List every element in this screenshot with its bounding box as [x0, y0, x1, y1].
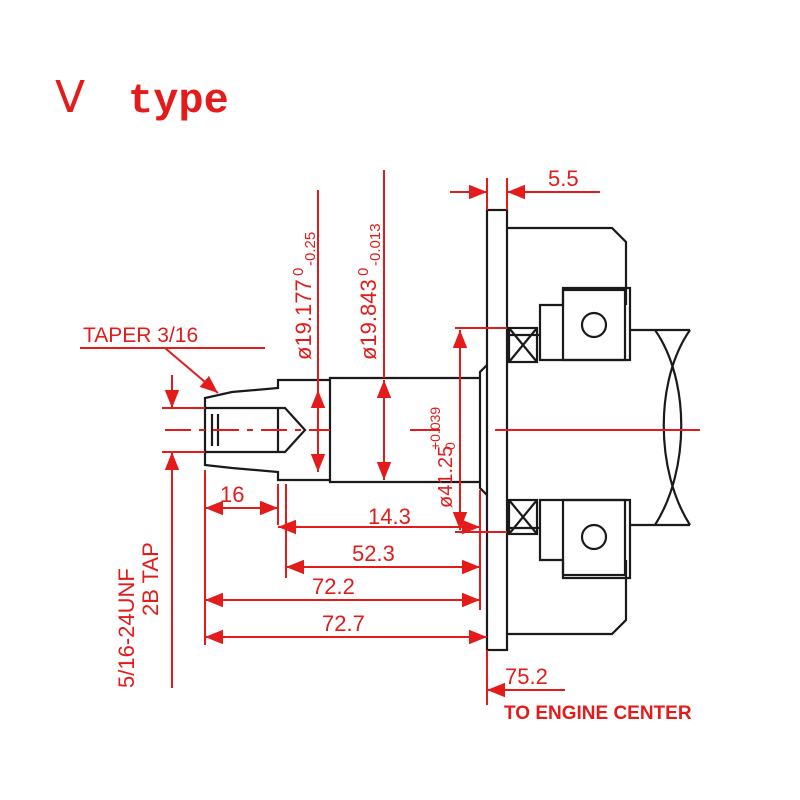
dim-dia-2: ø19.843 [356, 279, 381, 360]
dimension-lines [80, 170, 700, 705]
dim-len-14-3: 14.3 [368, 504, 411, 529]
dim-dia-3-group: ø41.25 +0.039 0 [427, 407, 458, 508]
crankshaft-break-2 [662, 329, 691, 526]
dim-taper-label: TAPER 3/16 [83, 324, 198, 347]
dim-len-75-2: 75.2 [505, 664, 548, 689]
straight-shaft [328, 376, 480, 484]
diagram-title: V type [55, 72, 229, 125]
dim-tap-line1: 5/16-24UNF [114, 568, 139, 688]
lower-bearing [561, 498, 627, 577]
lower-bearing-housing [507, 498, 632, 580]
dim-dia-2-tol-lower: -0.013 [367, 223, 384, 266]
dim-dia-3-tol-lower: 0 [442, 442, 458, 450]
dim-dia-1-group: ø19.177 0 -0.25 [290, 232, 319, 360]
dim-len-72-7: 72.7 [322, 611, 365, 636]
dim-dia-1-tol: 0 [290, 268, 307, 276]
dim-tap-group: 5/16-24UNF 2B TAP [114, 542, 163, 688]
dim-flange-thickness: 5.5 [548, 166, 579, 191]
tapered-shaft [203, 378, 330, 482]
dim-len-16: 16 [220, 482, 244, 507]
dim-tap-line2: 2B TAP [138, 542, 163, 616]
dim-dia-1: ø19.177 [291, 279, 316, 360]
title-word: type [128, 77, 229, 125]
dim-dia-3-tol-upper: +0.039 [427, 407, 443, 450]
dim-engine-center: TO ENGINE CENTER [504, 703, 692, 724]
upper-bearing [561, 288, 627, 362]
lower-seal [507, 498, 539, 536]
crankshaft-edges [630, 328, 690, 527]
dimension-labels: 5.5 TAPER 3/16 ø19.177 0 -0.25 ø19.843 0… [83, 166, 692, 724]
shaft-shoulder [478, 364, 488, 496]
upper-bearing-ball [580, 311, 608, 339]
tap-hole [205, 406, 307, 454]
dim-dia-2-group: ø19.843 0 -0.013 [355, 223, 384, 360]
dim-dia-2-tol: 0 [355, 268, 372, 276]
crankshaft-break-1 [654, 329, 683, 526]
dim-dia-1-tol-lower: -0.25 [302, 232, 319, 266]
engine-housing [507, 226, 628, 636]
title-prefix: V [55, 72, 85, 123]
dim-dia-3: ø41.25 [435, 446, 457, 508]
dim-len-52-3: 52.3 [352, 541, 395, 566]
dim-len-72-2: 72.2 [312, 574, 355, 599]
upper-seal [507, 326, 539, 364]
lower-bearing-ball [580, 523, 608, 551]
